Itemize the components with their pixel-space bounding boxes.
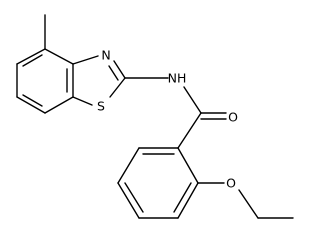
n-c-bond bbox=[183, 86, 202, 114]
sulfur-ring-label: S bbox=[97, 99, 105, 114]
bond bbox=[72, 55, 99, 65]
bond bbox=[117, 147, 140, 184]
bond bbox=[44, 48, 74, 65]
double-bond-line bbox=[22, 54, 43, 67]
bond bbox=[177, 182, 199, 219]
bond bbox=[117, 182, 140, 219]
double-bond-line bbox=[173, 182, 192, 213]
nitrogen-amide-label: NH bbox=[168, 71, 187, 86]
c-c-bond bbox=[177, 112, 202, 149]
nitrogen-ring-label: N bbox=[101, 48, 110, 63]
benzoyl-benzene-ring bbox=[117, 147, 199, 219]
thiazole-ring bbox=[72, 55, 126, 106]
bond bbox=[44, 96, 74, 114]
structure-canvas: N S NH O O bbox=[16, 14, 294, 219]
bond bbox=[16, 96, 46, 114]
bond bbox=[72, 96, 93, 106]
bond bbox=[16, 48, 46, 65]
bond bbox=[109, 77, 126, 98]
oxygen-carbonyl-label: O bbox=[228, 110, 238, 125]
double-bond-line bbox=[22, 94, 43, 107]
molecule-diagram: N S NH O O bbox=[16, 14, 294, 219]
double-bond-line bbox=[124, 182, 144, 213]
o-ch2-bond bbox=[238, 189, 259, 219]
double-bond-line bbox=[108, 65, 119, 81]
oxygen-ether-label: O bbox=[226, 176, 236, 191]
benzothiazole-benzene-ring bbox=[16, 48, 74, 114]
bond bbox=[177, 147, 199, 184]
bond bbox=[113, 60, 126, 79]
